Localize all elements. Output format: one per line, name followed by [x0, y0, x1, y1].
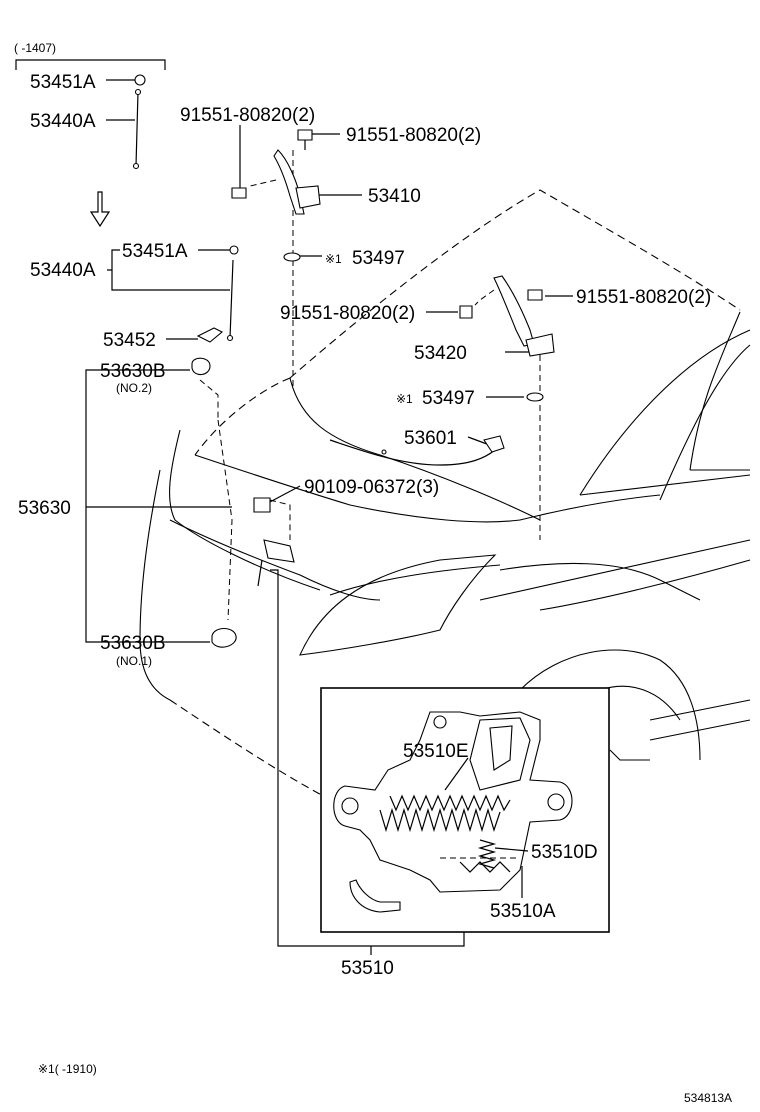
nut-53451A-top	[134, 74, 146, 86]
spring-53510D	[477, 839, 497, 869]
bolt-91551-d	[527, 289, 543, 301]
note-53630B-bottom: (NO.1)	[116, 654, 152, 668]
label-53440A: 53440A	[30, 260, 96, 281]
cushion-53497-a	[283, 252, 301, 262]
bolt-91551-c	[459, 305, 473, 319]
bolt-90109	[253, 497, 271, 513]
figure-code: 534813A	[684, 1091, 732, 1105]
clamp-53630B-no1	[211, 627, 237, 648]
label-91551-b: 91551-80820(2)	[346, 125, 481, 146]
label-53452: 53452	[103, 330, 156, 351]
footnote: ※1( -1910)	[38, 1062, 97, 1076]
label-53440A-top: 53440A	[30, 111, 96, 132]
label-53601: 53601	[404, 428, 457, 449]
part-labels: ( -1407) 53451A 53440A 91551-80820(2) 91…	[14, 41, 732, 1105]
label-91551-a: 91551-80820(2)	[180, 105, 315, 126]
hood-lock-small	[263, 539, 295, 563]
mark-53497-a: ※1	[325, 252, 342, 266]
label-53630B-top: 53630B	[100, 361, 166, 382]
spring-53510E	[389, 794, 511, 812]
date-range-top: ( -1407)	[14, 41, 56, 55]
label-53510A: 53510A	[490, 901, 556, 922]
parts	[132, 74, 555, 648]
hood-hinge-53420	[493, 275, 535, 347]
label-53510E: 53510E	[403, 741, 469, 762]
label-53630: 53630	[18, 498, 71, 519]
release-cable-53601	[329, 439, 496, 466]
cushion-53497-b	[526, 392, 544, 402]
bolt-91551-b	[297, 129, 313, 141]
hood-lock-detail-inset	[320, 687, 610, 933]
label-53451A-top: 53451A	[30, 72, 96, 93]
rod-holder-53452	[196, 327, 223, 343]
note-53630B-top: (NO.2)	[116, 381, 152, 395]
label-53497-b: 53497	[422, 388, 475, 409]
label-91551-c: 91551-80820(2)	[280, 303, 415, 324]
label-53451A: 53451A	[122, 241, 188, 262]
label-53497-a: 53497	[352, 248, 405, 269]
hood-support-rod	[229, 259, 234, 339]
clamp-53630B-no2	[191, 357, 211, 376]
bolt-91551-a	[231, 187, 247, 199]
label-91551-d: 91551-80820(2)	[576, 287, 711, 308]
label-53410: 53410	[368, 186, 421, 207]
label-90109: 90109-06372(3)	[304, 477, 439, 498]
label-53630B-bottom: 53630B	[100, 633, 166, 654]
label-53420: 53420	[414, 343, 467, 364]
hood-hinge-53410	[273, 149, 305, 215]
label-53510: 53510	[341, 958, 394, 979]
leader-lines	[15, 59, 573, 955]
hood-support-rod-top	[135, 91, 139, 167]
mark-53497-b: ※1	[396, 392, 413, 406]
label-53510D: 53510D	[531, 842, 598, 863]
